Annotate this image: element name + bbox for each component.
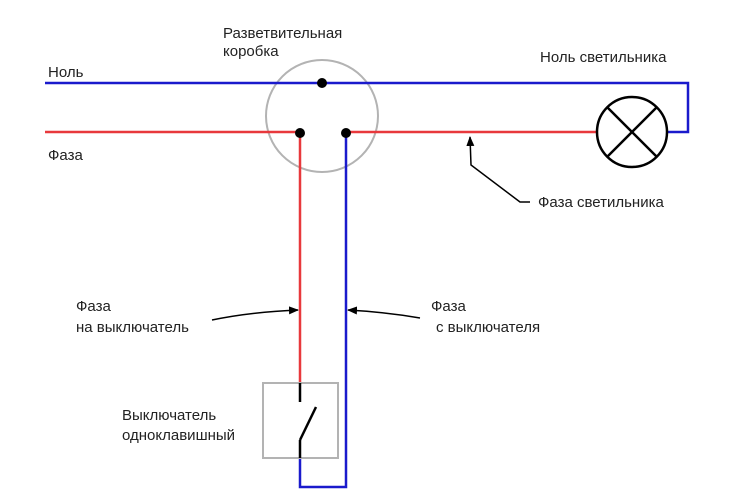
neutral-wire — [45, 81, 690, 134]
junction-dot-phase-in — [295, 128, 305, 138]
to-switch-label-2: на выключатель — [76, 319, 189, 336]
lamp-phase-pointer — [466, 136, 530, 203]
from-switch-label-2: с выключателя — [436, 319, 540, 336]
switch-label: Выключатель — [122, 407, 216, 424]
lamp-phase-label: Фаза светильника — [538, 194, 664, 211]
phase-label: Фаза — [48, 147, 83, 164]
junction-dot-neutral — [317, 78, 327, 88]
switch-label-2: одноклавишный — [122, 427, 235, 444]
from-switch-pointer — [347, 306, 421, 319]
to-switch-label: Фаза — [76, 298, 111, 315]
junction-box-label-2: коробка — [223, 43, 279, 60]
phase-from-switch-wire — [298, 132, 348, 489]
junction-dot-phase-out — [341, 128, 351, 138]
junction-box — [265, 59, 379, 173]
junction-box-label: Разветвительная — [223, 25, 342, 42]
from-switch-label: Фаза — [431, 298, 466, 315]
lamp-icon — [595, 95, 669, 169]
switch-icon — [262, 382, 339, 459]
neutral-label: Ноль — [48, 64, 84, 81]
lamp-neutral-label: Ноль светильника — [540, 49, 667, 66]
to-switch-pointer — [211, 306, 299, 321]
